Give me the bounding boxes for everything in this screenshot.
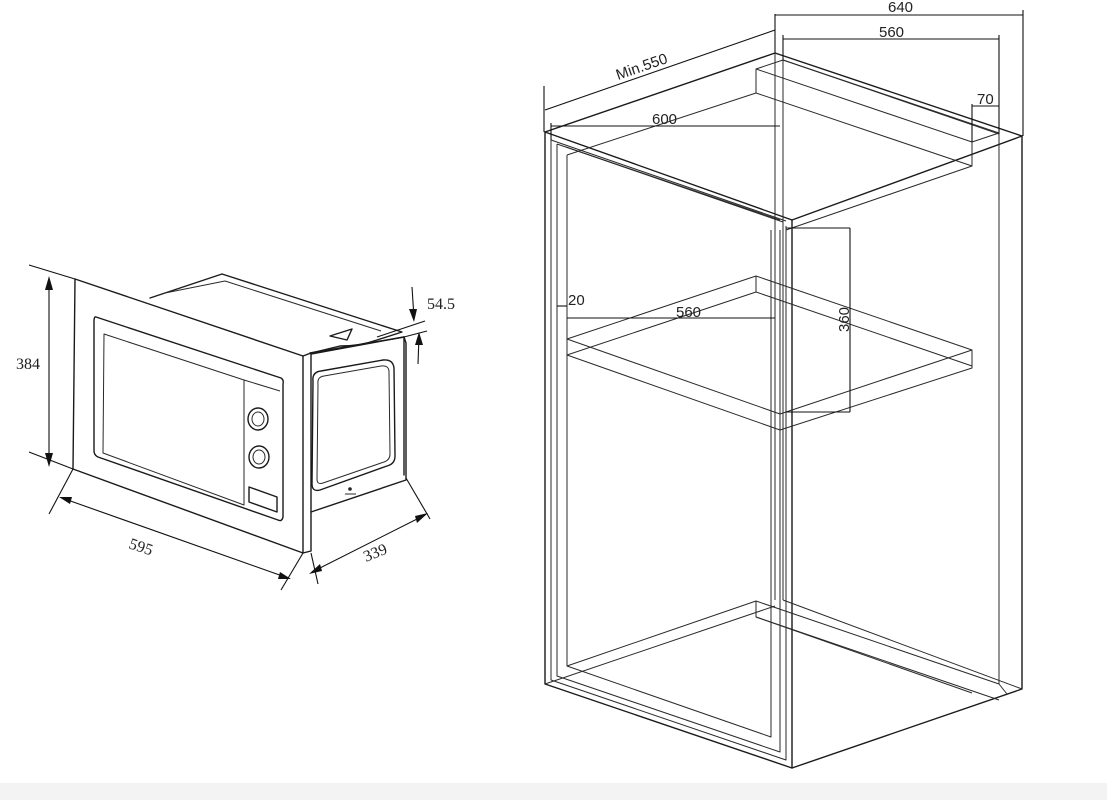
timer-knob	[247, 407, 269, 431]
microwave-top	[149, 273, 403, 354]
cabinet-front-left	[544, 131, 793, 769]
height-label: 384	[16, 356, 40, 373]
microwave-door-panel	[93, 316, 284, 522]
width-dimension: 595	[48, 468, 304, 591]
opening-height-label: 360	[836, 307, 853, 332]
front-width-dimension: 600	[550, 111, 780, 140]
door-open-button	[248, 486, 278, 513]
inner-width-label: 560	[879, 24, 904, 41]
top-offset-dimension: 54.5	[376, 286, 455, 365]
power-knob	[248, 445, 270, 469]
width-label: 595	[127, 536, 155, 560]
microwave-drawing: 384 595 339 54.5	[16, 264, 455, 591]
microwave-frame-edge	[302, 352, 312, 554]
inner-width-dimension: 560	[782, 24, 1000, 134]
back-gap-dimension: 70	[971, 91, 999, 142]
side-vent	[311, 359, 396, 492]
warning-label-icon	[329, 328, 353, 341]
depth-dimension: 339	[309, 477, 431, 585]
front-width-label: 600	[652, 111, 677, 128]
side-gap-dimension: 20	[557, 292, 585, 309]
back-gap-label: 70	[977, 91, 994, 108]
outer-width-dimension: 640	[775, 0, 1024, 136]
cabinet-right-side	[791, 135, 1023, 769]
side-gap-label: 20	[568, 292, 585, 309]
min-depth-label: Min.550	[614, 50, 670, 83]
top-offset-label: 54.5	[427, 296, 455, 313]
outer-width-label: 640	[888, 0, 913, 16]
cabinet-drawing: Min.550 640 560 70 600 20	[543, 0, 1024, 769]
footer-strip	[0, 783, 1107, 800]
microwave-glass-window	[102, 333, 245, 506]
height-dimension: 384	[16, 264, 76, 470]
shelf-width-dimension: 560	[567, 304, 775, 321]
microwave-side	[310, 336, 407, 513]
cabinet-bottom	[566, 600, 1000, 685]
opening-height-dimension: 360	[786, 227, 853, 413]
shelf-width-label: 560	[676, 304, 701, 321]
top-recess	[755, 59, 1000, 143]
